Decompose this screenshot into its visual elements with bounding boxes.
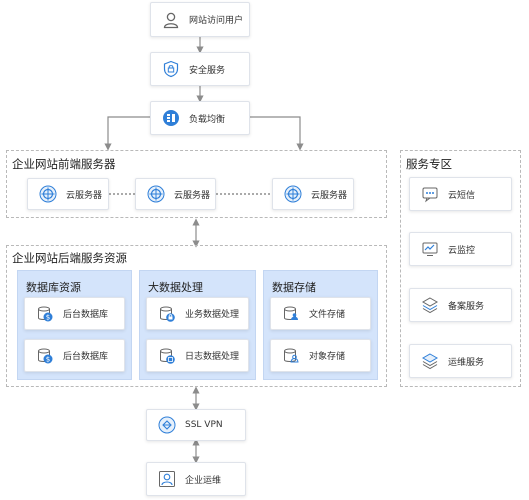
special-item-sms[interactable]: 云短信 bbox=[409, 177, 512, 211]
special-section bbox=[400, 150, 521, 387]
shield-lock-icon bbox=[161, 59, 181, 79]
vpn-box[interactable]: SSL VPN bbox=[146, 409, 246, 441]
frontend-section bbox=[6, 150, 387, 218]
svg-text:$: $ bbox=[46, 355, 50, 363]
database-dollar-icon: $ bbox=[35, 346, 55, 366]
special-item-monitor[interactable]: 云监控 bbox=[409, 232, 512, 266]
db-item-1-label: 后台数据库 bbox=[63, 310, 109, 320]
frontend-server-2-label: 云服务器 bbox=[174, 190, 211, 201]
arrow-lb-right bbox=[250, 116, 304, 151]
db-item-1[interactable]: $ 后台数据库 bbox=[24, 297, 125, 330]
ops-box[interactable]: 企业运维 bbox=[146, 462, 246, 496]
ops-label: 企业运维 bbox=[185, 475, 222, 486]
load-balancer-icon bbox=[161, 108, 181, 128]
frontend-server-1[interactable]: 云服务器 bbox=[27, 178, 109, 210]
log-processing-icon bbox=[157, 346, 177, 366]
bigdata-item-2-label: 日志数据处理 bbox=[185, 352, 240, 362]
visitor-label: 网站访问用户 bbox=[189, 16, 244, 26]
storage-item-1-label: 文件存储 bbox=[309, 310, 346, 320]
special-item-filing[interactable]: 备案服务 bbox=[409, 288, 512, 322]
layers-icon bbox=[420, 295, 440, 315]
frontend-server-2[interactable]: 云服务器 bbox=[135, 178, 216, 210]
lb-label: 负载均衡 bbox=[189, 114, 226, 125]
vpn-icon bbox=[157, 415, 177, 435]
svg-text:$: $ bbox=[46, 313, 50, 321]
lb-box[interactable]: 负载均衡 bbox=[150, 101, 250, 135]
file-storage-icon bbox=[281, 304, 301, 324]
cloud-server-icon bbox=[38, 184, 58, 204]
db-item-2-label: 后台数据库 bbox=[63, 352, 109, 362]
storage-item-2-label: 对象存储 bbox=[309, 352, 346, 362]
special-item-filing-label: 备案服务 bbox=[448, 301, 485, 312]
special-title: 服务专区 bbox=[406, 157, 452, 171]
vpn-label: SSL VPN bbox=[185, 420, 223, 430]
backend-section bbox=[6, 245, 387, 387]
data-processing-icon bbox=[157, 304, 177, 324]
frontend-title: 企业网站前端服务器 bbox=[12, 157, 116, 171]
cloud-server-icon bbox=[283, 184, 303, 204]
group-database-title: 数据库资源 bbox=[26, 281, 81, 294]
storage-item-1[interactable]: 文件存储 bbox=[270, 297, 371, 330]
bigdata-item-2[interactable]: 日志数据处理 bbox=[146, 339, 249, 372]
admin-user-icon bbox=[157, 469, 177, 489]
sms-icon bbox=[420, 184, 440, 204]
storage-item-2[interactable]: 对象存储 bbox=[270, 339, 371, 372]
frontend-server-3[interactable]: 云服务器 bbox=[272, 178, 354, 210]
frontend-server-1-label: 云服务器 bbox=[66, 190, 103, 201]
group-bigdata-title: 大数据处理 bbox=[148, 281, 203, 294]
bigdata-item-1-label: 业务数据处理 bbox=[185, 310, 240, 320]
special-item-sms-label: 云短信 bbox=[448, 190, 476, 201]
bigdata-item-1[interactable]: 业务数据处理 bbox=[146, 297, 249, 330]
backend-title: 企业网站后端服务资源 bbox=[12, 251, 127, 265]
arrow-lb-left bbox=[104, 116, 150, 151]
cloud-server-icon bbox=[146, 184, 166, 204]
security-label: 安全服务 bbox=[189, 65, 226, 76]
frontend-server-3-label: 云服务器 bbox=[311, 190, 348, 201]
object-storage-icon bbox=[281, 346, 301, 366]
stack-icon bbox=[420, 351, 440, 371]
visitor-box[interactable]: 网站访问用户 bbox=[150, 2, 250, 37]
special-item-monitor-label: 云监控 bbox=[448, 245, 476, 256]
special-item-ops-label: 运维服务 bbox=[448, 357, 485, 368]
user-icon bbox=[161, 10, 181, 30]
special-item-ops[interactable]: 运维服务 bbox=[409, 344, 512, 378]
db-item-2[interactable]: $ 后台数据库 bbox=[24, 339, 125, 372]
security-box[interactable]: 安全服务 bbox=[150, 52, 250, 86]
database-dollar-icon: $ bbox=[35, 304, 55, 324]
monitor-icon bbox=[420, 239, 440, 259]
group-storage-title: 数据存储 bbox=[272, 281, 316, 294]
